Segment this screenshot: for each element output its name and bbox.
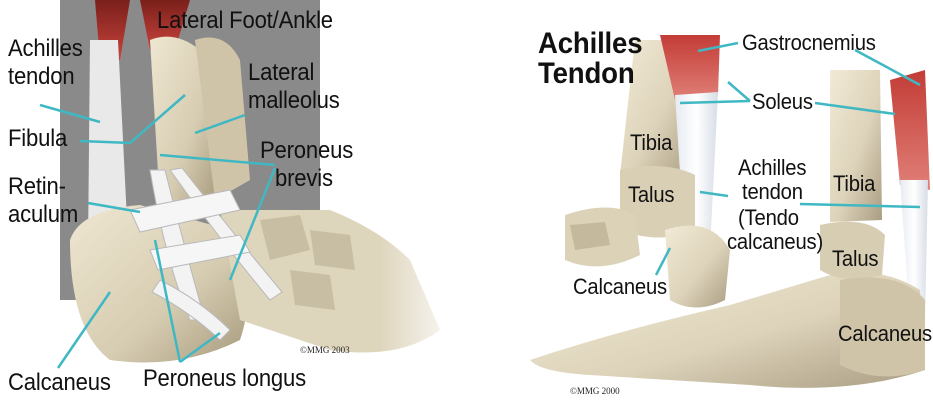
label-gastrocnemius: Gastrocnemius: [742, 31, 876, 55]
label-calcaneus-right: Calcaneus: [838, 322, 932, 346]
achilles-tendon-illustration: Achilles Tendon Gastrocnemius Soleus Tib…: [470, 0, 933, 401]
label-fibula: Fibula: [8, 126, 67, 152]
label-achilles-line1: Achilles: [8, 36, 83, 62]
calcaneus-back-shape: [665, 226, 730, 308]
copyright-left: ©MMG 2003: [300, 345, 350, 355]
lateral-ankle-illustration: Lateral Foot/Ankle Achilles tendon Fibul…: [0, 0, 465, 401]
label-peroneus-longus: Peroneus longus: [143, 366, 306, 392]
label-calcaneus-left: Calcaneus: [573, 275, 667, 299]
label-tibia-left: Tibia: [630, 131, 672, 155]
title-lateral-foot-ankle: Lateral Foot/Ankle: [157, 8, 333, 34]
left-tarsal-shade: [570, 222, 610, 250]
label-lateral-malleolus-line1: Lateral: [248, 60, 314, 86]
side-calf-muscle: [890, 70, 930, 190]
label-peroneus-brevis-line2: brevis: [275, 166, 333, 192]
label-lateral-malleolus-line2: malleolus: [248, 88, 340, 114]
label-achilles-line1: Achilles: [738, 156, 806, 180]
label-achilles-line2: tendon: [8, 64, 74, 90]
leader-soleus-a: [728, 82, 750, 101]
label-soleus: Soleus: [752, 90, 813, 114]
title-achilles-line1: Achilles: [538, 28, 642, 59]
tibia-side-shape: [830, 70, 882, 222]
label-peroneus-brevis-line1: Peroneus: [260, 138, 353, 164]
label-retinaculum-line1: Retin-: [8, 174, 66, 200]
label-achilles-line3: (Tendo: [738, 206, 799, 230]
label-talus-left: Talus: [628, 183, 674, 207]
copyright-right: ©MMG 2000: [570, 386, 620, 396]
right-fade: [380, 180, 465, 401]
label-talus-right: Talus: [832, 247, 878, 271]
title-achilles-line2: Tendon: [538, 58, 634, 89]
label-calcaneus: Calcaneus: [8, 370, 111, 396]
label-achilles-line4: calcaneus): [727, 230, 823, 254]
label-achilles-line2: tendon: [742, 180, 803, 204]
label-retinaculum-line2: aculum: [8, 202, 78, 228]
label-tibia-right: Tibia: [833, 172, 875, 196]
